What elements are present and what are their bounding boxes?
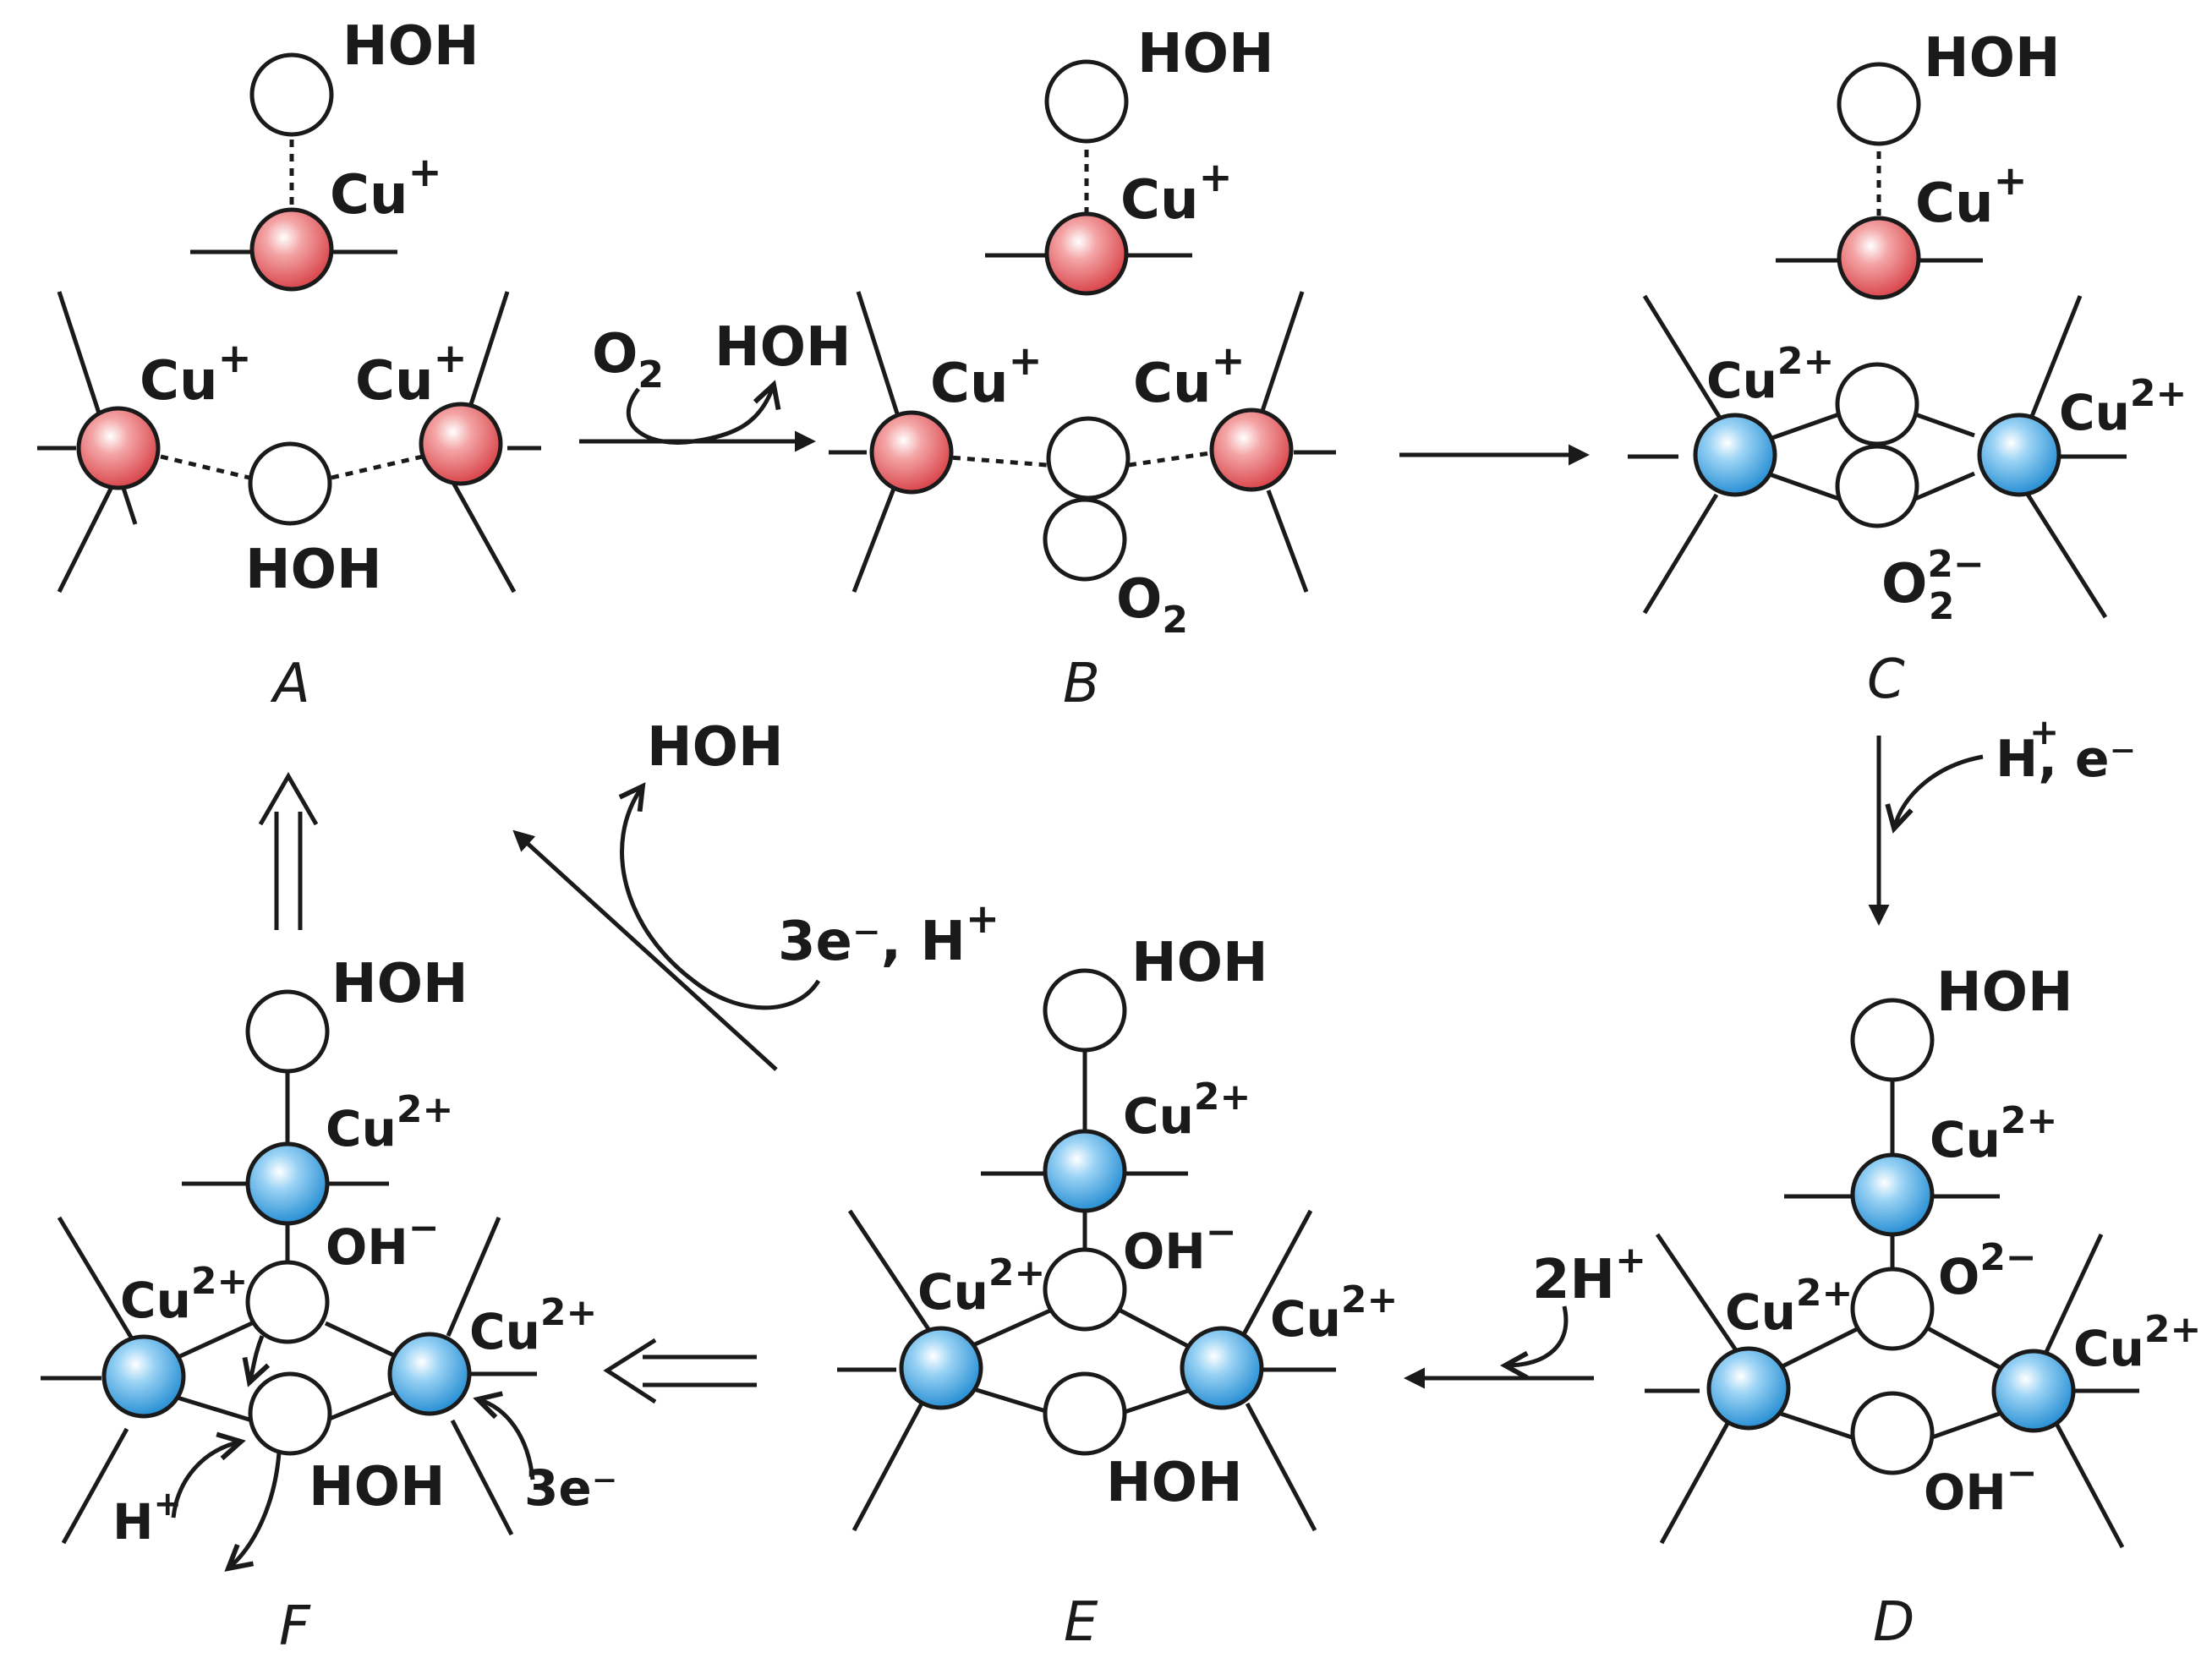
cu-label: Cu2+: [2073, 1308, 2201, 1377]
water-oxygen-atom: [1837, 62, 1921, 146]
water-oxygen-atom: [1043, 968, 1127, 1053]
state-label-a: A: [270, 653, 310, 715]
hoh-label: HOH: [1924, 27, 2061, 90]
hoh-label: HOH: [342, 15, 479, 78]
state-label-b: B: [1063, 653, 1100, 715]
o2-label: O2: [1116, 568, 1188, 642]
copper-atom: [76, 406, 161, 490]
h-plus-label: H+: [112, 1485, 182, 1551]
copper-atom: [1991, 1349, 2076, 1433]
dioxygen-atom: [1043, 497, 1127, 582]
oxide-label: O2−: [1938, 1236, 2037, 1305]
cu-label: Cu+: [1915, 157, 2028, 235]
copper-atom: [387, 1332, 472, 1416]
copper-atom: [1209, 408, 1294, 492]
cu-label: Cu2+: [469, 1291, 597, 1360]
peroxide-oxygen-atom: [1835, 362, 1919, 446]
copper-atom: [899, 1326, 983, 1410]
structure-a: HOH Cu+ Cu+ Cu+ HOH A: [37, 15, 541, 715]
cu-label: Cu2+: [120, 1260, 248, 1329]
state-label-d: D: [1873, 1591, 1914, 1654]
hydroxide-atom: [1850, 1391, 1935, 1475]
dioxygen-atom: [1046, 416, 1131, 501]
three-e-label: 3e⁻: [524, 1459, 617, 1517]
structure-f: HOH Cu2+ Cu2+ Cu2+ OH− HOH H+ 3e⁻ F: [41, 953, 617, 1658]
state-label-f: F: [279, 1595, 311, 1658]
state-label-c: C: [1867, 648, 1905, 711]
copper-atom: [419, 402, 503, 486]
water-oxygen-atom: [1043, 1371, 1127, 1456]
copper-atom: [869, 410, 954, 495]
cu-label: Cu+: [1120, 154, 1233, 232]
arrow-reduction-to-a: 3e⁻, H+ HOH: [512, 716, 999, 1071]
structure-d: HOH Cu2+ Cu2+ Cu2+ O2− OH− D: [1645, 961, 2201, 1654]
water-oxygen-atom: [1850, 998, 1935, 1082]
cu-label: Cu2+: [2059, 372, 2187, 441]
cu-label: Cu2+: [917, 1251, 1045, 1321]
copper-atom: [1837, 216, 1921, 300]
double-arrow-f-to-a: [258, 772, 319, 930]
o2-reagent: O2: [592, 323, 664, 397]
state-label-e: E: [1064, 1591, 1098, 1654]
copper-atom: [1706, 1346, 1791, 1431]
hoh-product: HOH: [647, 716, 784, 779]
hydroxide-atom: [245, 1260, 330, 1344]
hoh-label: HOH: [331, 953, 468, 1015]
cu-label: Cu2+: [1270, 1278, 1398, 1348]
hoh-label: HOH: [309, 1456, 446, 1519]
hydroxide-atom: [1043, 1247, 1127, 1332]
water-oxygen-atom: [245, 989, 330, 1074]
hoh-label: HOH: [245, 539, 382, 601]
copper-atom: [1044, 211, 1129, 296]
copper-atom: [1180, 1326, 1264, 1410]
copper-atom: [1043, 1129, 1127, 1213]
three-e-h-reagent: 3e⁻, H+: [778, 895, 999, 973]
cu-label: Cu2+: [326, 1088, 453, 1157]
cu-label: Cu+: [330, 149, 442, 227]
water-oxygen-atom: [1044, 59, 1129, 144]
hoh-label: HOH: [1131, 932, 1268, 994]
arrow-d-to-e: 2H+: [1404, 1239, 1646, 1389]
hydroxide-label: OH−: [326, 1207, 440, 1276]
copper-atom: [249, 207, 334, 292]
cu-label: Cu+: [355, 335, 468, 413]
peroxide-label: O2−2: [1881, 543, 1985, 628]
cu-label: Cu2+: [1123, 1075, 1251, 1145]
water-oxygen-atom: [248, 441, 332, 526]
hoh-product: HOH: [715, 316, 851, 379]
cu-label: Cu2+: [1725, 1272, 1853, 1341]
hoh-label: HOH: [1106, 1452, 1243, 1514]
copper-atom: [1693, 413, 1777, 497]
cu-label: Cu2+: [1930, 1099, 2057, 1168]
structure-b: HOH Cu+ Cu+ Cu+ O2 B: [829, 23, 1336, 715]
copper-atom: [101, 1334, 186, 1419]
copper-atom: [1850, 1152, 1935, 1237]
hoh-label: HOH: [1137, 23, 1274, 85]
structure-e: HOH Cu2+ Cu2+ Cu2+ OH− HOH E: [837, 932, 1398, 1654]
two-h-reagent: 2H+: [1532, 1239, 1646, 1311]
hydroxide-label: OH−: [1123, 1211, 1237, 1280]
structure-c: HOH Cu+ Cu2+ Cu2+ O2−2 C: [1628, 27, 2187, 711]
cu-label: Cu+: [140, 335, 252, 413]
cu-label: Cu+: [930, 337, 1043, 415]
cu-label: Cu2+: [1706, 340, 1834, 409]
plus-sign: +: [2029, 711, 2059, 752]
copper-atom: [1977, 413, 2061, 497]
water-oxygen-atom: [249, 52, 334, 137]
hydroxide-label: OH−: [1924, 1452, 2038, 1521]
cu-label: Cu+: [1133, 337, 1246, 415]
h-e-reagent: H, e⁻: [1996, 730, 2136, 789]
hoh-label: HOH: [1936, 961, 2073, 1024]
oxide-atom: [1850, 1267, 1935, 1351]
arrow-c-to-d: H, e⁻ +: [1868, 711, 2136, 926]
arrow-a-to-b: O2 HOH: [579, 316, 851, 452]
copper-atom: [245, 1141, 330, 1226]
peroxide-oxygen-atom: [1835, 444, 1919, 528]
double-arrow-e-to-f: [603, 1338, 757, 1404]
water-oxygen-atom: [248, 1371, 332, 1456]
